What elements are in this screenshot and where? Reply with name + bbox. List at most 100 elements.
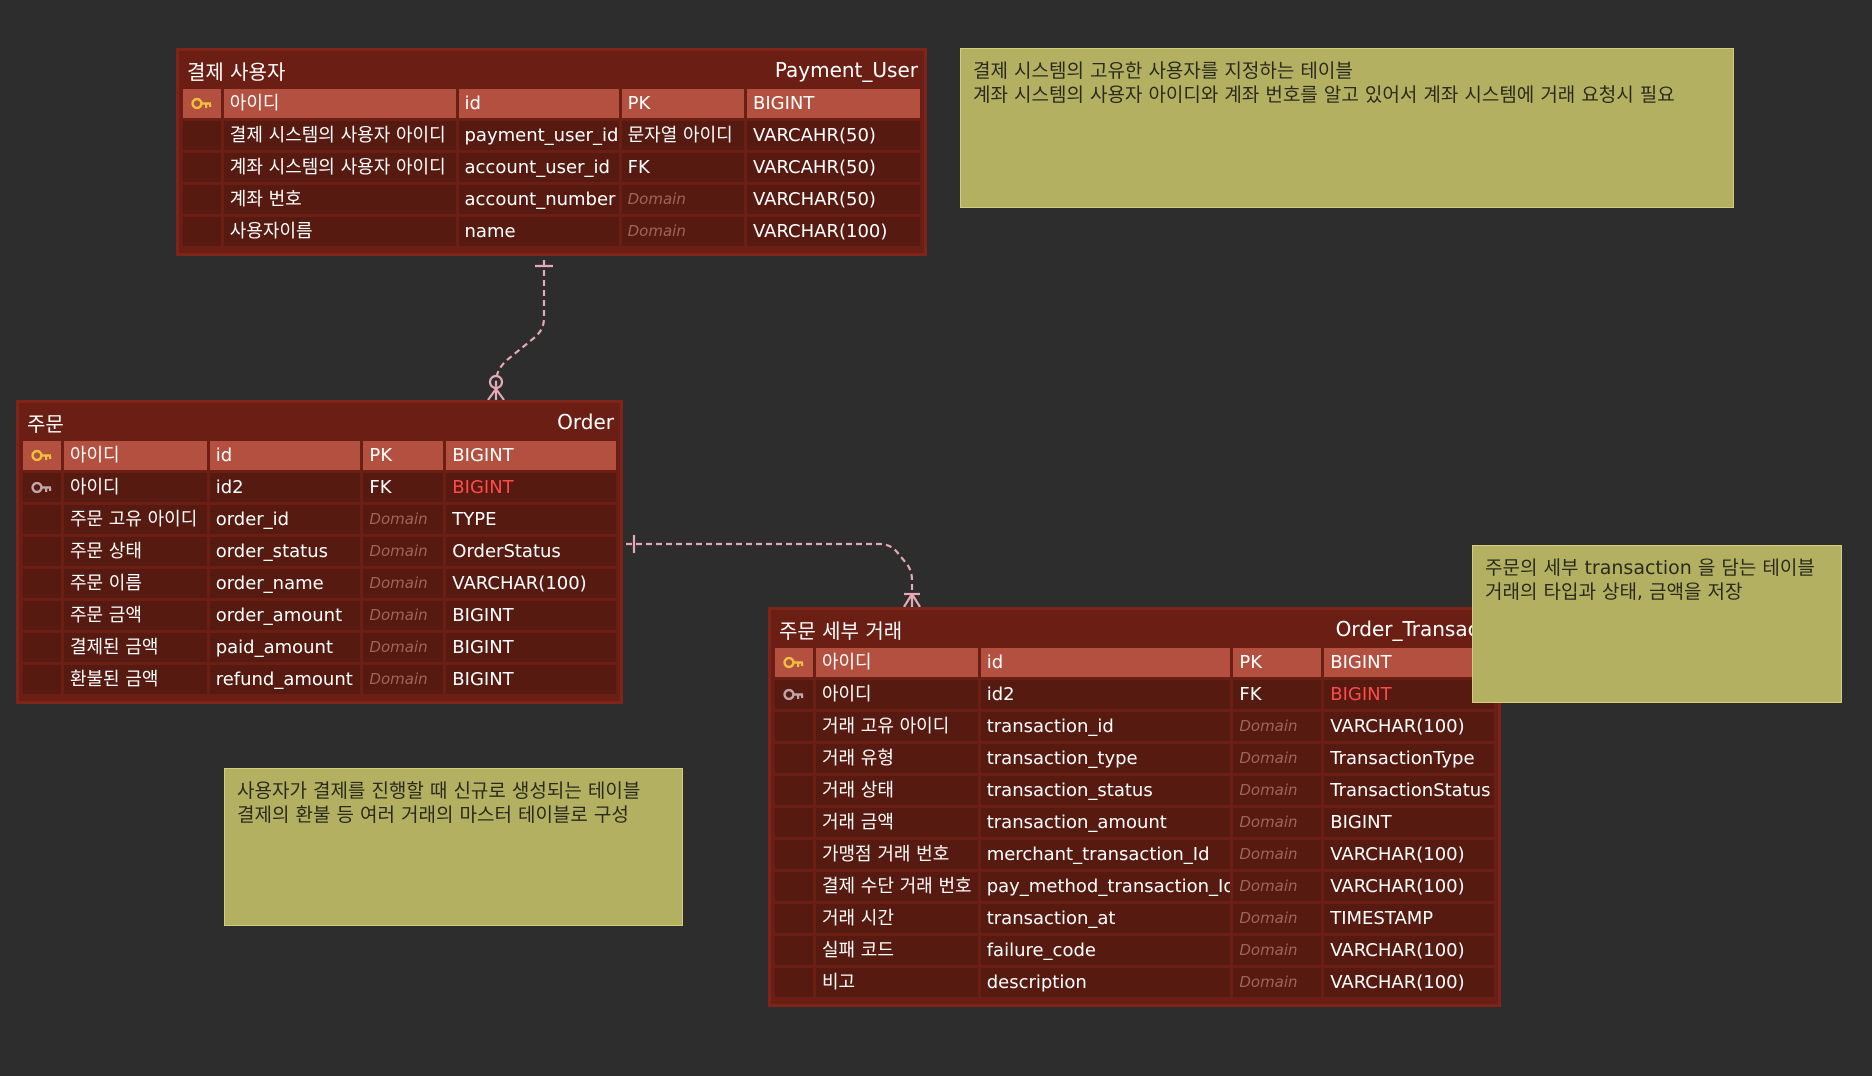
domain-label: Domain [1233,840,1322,869]
data-type: BIGINT [746,89,921,118]
domain-label: Domain [363,569,444,598]
domain-label: Domain [1233,872,1322,901]
domain-label: Domain [1233,968,1322,997]
data-type: TransactionType [1324,744,1494,773]
domain-label: Domain [363,537,444,566]
physical-name: order_amount [209,601,361,630]
data-type: BIGINT [446,665,616,694]
relation-line-order-transaction [626,542,914,600]
logical-name: 거래 금액 [815,808,978,837]
logical-name: 주문 고유 아이디 [63,505,207,534]
physical-name: transaction_id [980,712,1231,741]
logical-name: 비고 [815,968,978,997]
domain-label: Domain [621,185,744,214]
physical-name: transaction_at [980,904,1231,933]
physical-name: order_status [209,537,361,566]
physical-name: description [980,968,1231,997]
table-header[interactable]: 주문 Order [23,403,616,441]
logical-name: 환불된 금액 [63,665,207,694]
data-type: BIGINT [446,441,616,470]
zero-marker [488,374,504,390]
data-type: VARCAHR(50) [746,121,921,150]
physical-name: merchant_transaction_Id [980,840,1231,869]
physical-name: id [458,89,619,118]
domain-label: Domain [363,601,444,630]
logical-name: 주문 금액 [63,601,207,630]
key-slot [775,936,813,965]
physical-name: transaction_status [980,776,1231,805]
logical-name: 아이디 [815,648,978,677]
logical-name: 거래 시간 [815,904,978,933]
table-name-korean: 주문 [27,411,64,436]
payment-user-note[interactable]: 결제 시스템의 고유한 사용자를 지정하는 테이블 계좌 시스템의 사용자 아이… [960,48,1734,208]
logical-name: 거래 상태 [815,776,978,805]
data-type: TYPE [446,505,616,534]
logical-name: 아이디 [815,680,978,709]
data-type: BIGINT [446,633,616,662]
logical-name: 거래 유형 [815,744,978,773]
key-slot [23,505,61,534]
data-type: VARCHAR(50) [746,185,921,214]
order-transaction-note[interactable]: 주문의 세부 transaction 을 담는 테이블 거래의 타입과 상태, … [1472,545,1842,703]
table-name-english: Order [557,410,614,434]
key-label: PK [621,89,744,118]
key-label: FK [1233,680,1322,709]
logical-name: 결제된 금액 [63,633,207,662]
logical-name: 사용자이름 [223,217,456,246]
physical-name: refund_amount [209,665,361,694]
logical-name: 결제 시스템의 사용자 아이디 [223,121,456,150]
crow-foot-right [911,593,921,608]
key-slot [23,633,61,662]
physical-name: order_name [209,569,361,598]
physical-name: failure_code [980,936,1231,965]
logical-name: 주문 이름 [63,569,207,598]
key-slot [183,185,221,214]
logical-name: 거래 고유 아이디 [815,712,978,741]
crow-foot-right [495,388,505,401]
data-type: TransactionStatus [1324,776,1494,805]
domain-label: Domain [1233,744,1322,773]
domain-label: Domain [1233,936,1322,965]
logical-name: 가맹점 거래 번호 [815,840,978,869]
domain-label: Domain [363,665,444,694]
data-type: VARCHAR(100) [446,569,616,598]
physical-name: account_user_id [458,153,619,182]
physical-name: order_id [209,505,361,534]
key-slot [23,665,61,694]
crow-foot-left [487,388,497,401]
logical-name: 주문 상태 [63,537,207,566]
order-note[interactable]: 사용자가 결제를 진행할 때 신규로 생성되는 테이블 결제의 환불 등 여러 … [224,768,683,926]
data-type: VARCHAR(100) [1324,968,1494,997]
data-type: BIGINT [1324,648,1494,677]
data-type: BIGINT [1324,680,1494,709]
